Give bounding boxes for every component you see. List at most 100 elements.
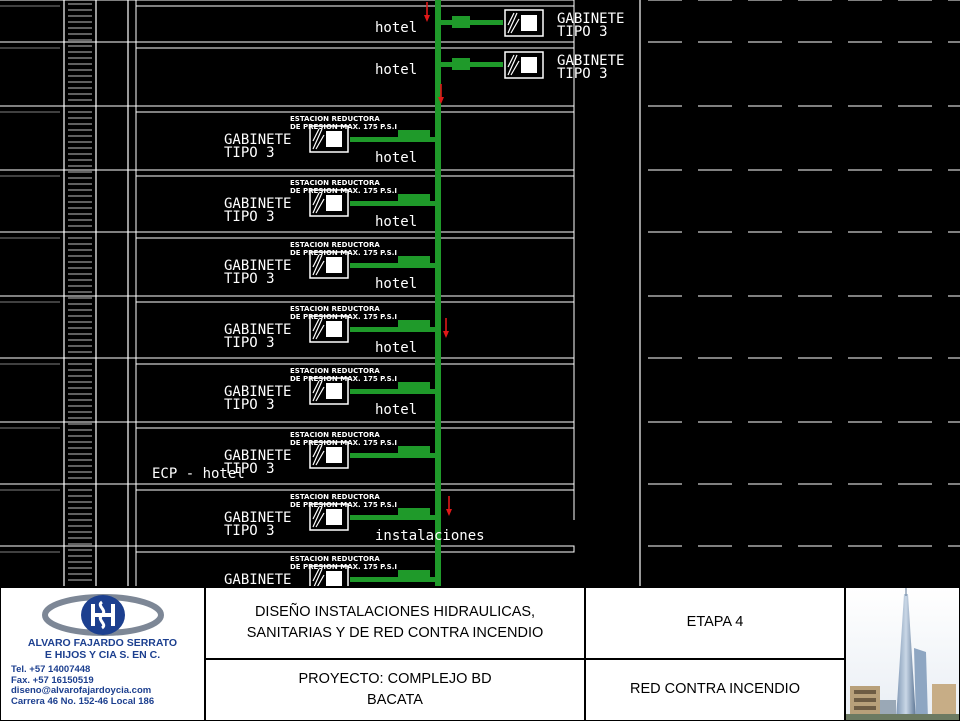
pressure-station-label: DE PRESION MAX. 175 P.S.I [290,375,397,383]
firm-name: ALVARO FAJARDO SERRATO E HIJOS Y CIA S. … [27,637,178,661]
cabinet-hose-reel [326,321,342,337]
cabinet-label: TIPO 3 [224,145,275,161]
title-block: ALVARO FAJARDO SERRATO E HIJOS Y CIA S. … [0,586,960,721]
pressure-station-label: DE PRESION MAX. 175 P.S.I [290,313,397,321]
branch-pipe [350,389,436,394]
branch-pipe [350,201,436,206]
cabinet-hatch [312,568,325,586]
floor-slab [135,483,575,491]
cabinet-hose-reel [326,509,342,525]
floor-label: hotel [375,276,417,292]
cabinet-hose-reel [326,195,342,211]
cabinet-hose-reel [521,57,537,73]
floor-label: ECP - hotel [152,466,245,482]
cabinet-box [504,51,544,79]
floor-label: hotel [375,402,417,418]
pressure-station-label: DE PRESION MAX. 175 P.S.I [290,187,397,195]
fire-cabinet-icon [309,565,349,586]
pressure-station-label: ESTACION REDUCTORA [290,555,380,563]
pressure-station-label: ESTACION REDUCTORA [290,305,380,313]
floor-slab [135,0,575,7]
cabinet-hose-reel [326,131,342,147]
firm-logo-cell: ALVARO FAJARDO SERRATO E HIJOS Y CIA S. … [0,587,205,721]
fire-riser-pipe [435,0,441,586]
pressure-station-label: ESTACION REDUCTORA [290,179,380,187]
cabinet-hatch [312,128,325,150]
cabinet-box [309,565,349,586]
cabinet-label: GABINETE [224,196,291,212]
cabinet-box [309,377,349,405]
fire-cabinet-icon [504,9,544,37]
pressure-reducing-valve [398,382,430,394]
flow-arrowhead [424,15,430,22]
pressure-station-label: DE PRESION MAX. 175 P.S.I [290,501,397,509]
pressure-reducing-valve [398,320,430,332]
cabinet-hatch [312,254,325,276]
branch-pipe [441,20,503,25]
cabinet-label: GABINETE [224,572,291,586]
cabinet-label: GABINETE [557,11,624,27]
fire-cabinet-icon [309,251,349,279]
stage-label: ETAPA 4 [585,587,845,659]
building-render-image [846,588,959,720]
cabinet-label: GABINETE [224,448,291,464]
pressure-reducing-valve [398,130,430,142]
floor-slab [135,295,575,303]
floor-label: hotel [375,62,417,78]
flow-arrowhead [438,97,444,104]
branch-valve [452,16,470,28]
flow-arrowhead [443,331,449,338]
cabinet-label: TIPO 3 [224,461,275,477]
cabinet-box [309,315,349,343]
cabinet-label: GABINETE [224,132,291,148]
branch-valve [452,58,470,70]
pressure-station-label: DE PRESION MAX. 175 P.S.I [290,439,397,447]
cabinet-hatch [312,380,325,402]
system-name: RED CONTRA INCENDIO [585,659,845,721]
cabinet-box [309,503,349,531]
pressure-station-label: ESTACION REDUCTORA [290,241,380,249]
branch-pipe [350,515,436,520]
fire-cabinet-icon [309,125,349,153]
fire-cabinet-icon [309,503,349,531]
cabinet-label: GABINETE [224,510,291,526]
floor-label: hotel [375,340,417,356]
cabinet-label: TIPO 3 [224,397,275,413]
fire-cabinet-icon [309,315,349,343]
flow-arrowhead [446,509,452,516]
pressure-reducing-valve [398,508,430,520]
pressure-reducing-valve [398,570,430,582]
floor-slab [135,169,575,177]
floor-slab [135,545,575,553]
cabinet-hatch [312,192,325,214]
pressure-station-label: ESTACION REDUCTORA [290,431,380,439]
floor-label: hotel [375,150,417,166]
fire-cabinet-icon [504,51,544,79]
cabinet-hatch [312,318,325,340]
project-name: PROYECTO: COMPLEJO BD BACATA [205,659,585,721]
floor-slab [135,231,575,239]
floor-label: instalaciones [375,528,485,544]
cabinet-label: TIPO 3 [557,66,608,82]
pressure-station-label: DE PRESION MAX. 175 P.S.I [290,563,397,571]
branch-pipe [350,137,436,142]
cabinet-hose-reel [326,257,342,273]
cabinet-box [504,9,544,37]
cabinet-hatch [312,444,325,466]
cabinet-label: TIPO 3 [224,585,275,586]
pressure-station-label: ESTACION REDUCTORA [290,493,380,501]
cabinet-box [309,441,349,469]
cabinet-box [309,189,349,217]
floor-slab [135,421,575,429]
cabinet-label: GABINETE [224,384,291,400]
floor-slab [135,357,575,365]
cabinet-hatch [312,506,325,528]
pressure-reducing-valve [398,194,430,206]
cabinet-label: TIPO 3 [224,271,275,287]
cabinet-hose-reel [521,15,537,31]
cabinet-box [309,251,349,279]
pressure-reducing-valve [398,256,430,268]
floor-label: hotel [375,214,417,230]
branch-pipe [350,327,436,332]
